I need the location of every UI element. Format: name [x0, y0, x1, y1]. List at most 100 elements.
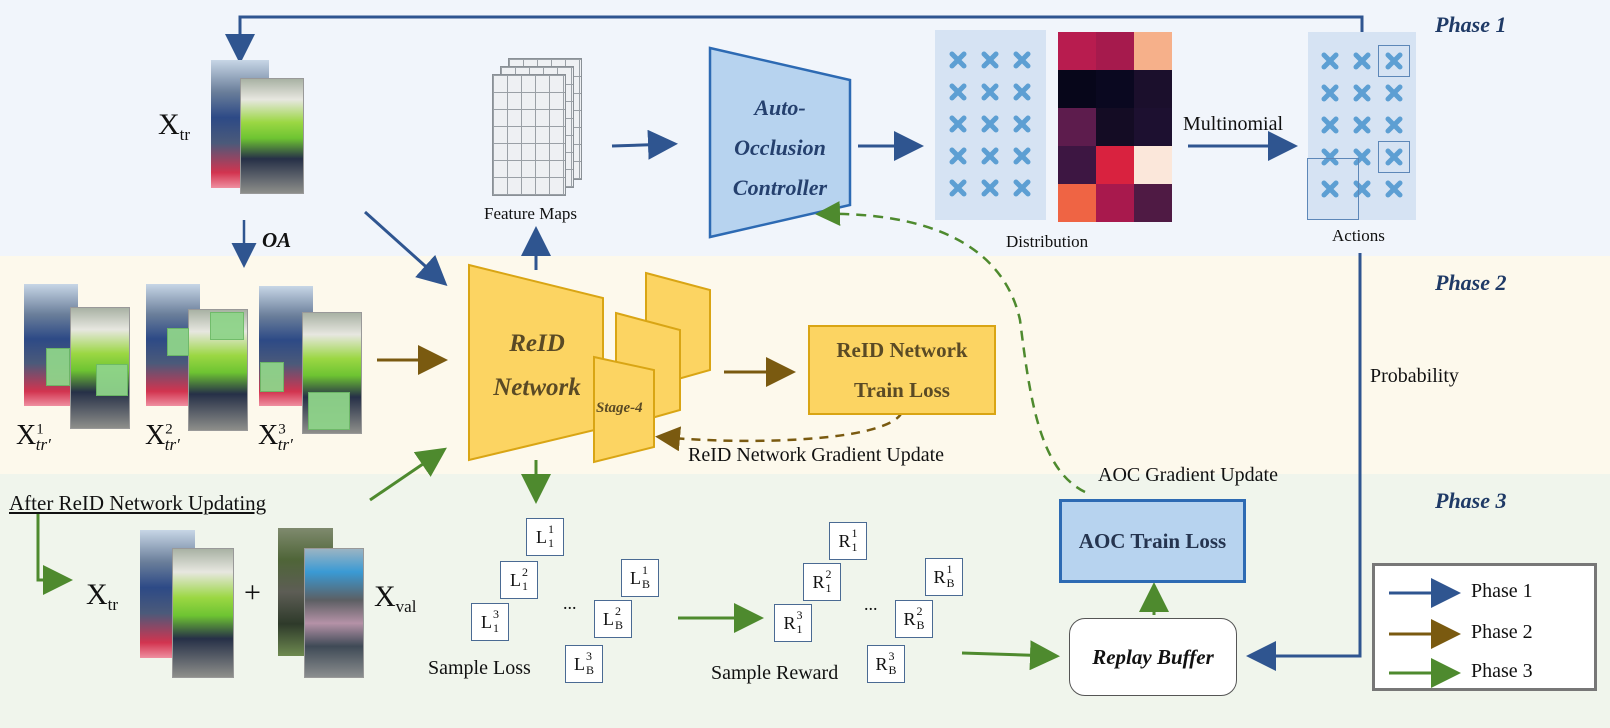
legend-phase3-label: Phase 3 [1471, 660, 1533, 682]
validation-image-front [304, 548, 364, 678]
cross-icon [949, 115, 967, 133]
aug-occlusion-3b [308, 392, 350, 430]
aoc-shape [708, 46, 852, 239]
reid-gradient-arrow [655, 411, 904, 452]
cross-icon [949, 179, 967, 197]
featuremaps-to-aoc-arrow [611, 129, 678, 160]
aug-occlusion-2b [210, 312, 244, 340]
legend-phase2-label: Phase 2 [1471, 621, 1533, 643]
after-update-to-reid-arrow [369, 447, 447, 502]
cross-icon [1385, 116, 1403, 134]
aoc-line2: Occlusion [734, 135, 826, 160]
actions-label: Actions [1332, 226, 1385, 245]
cross-icon [981, 147, 999, 165]
heatmap-cell [1134, 70, 1172, 108]
cross-icon [1385, 84, 1403, 102]
sample-reward-label: Sample Reward [711, 662, 839, 684]
aug-occlusion-1b [96, 364, 128, 396]
action-highlight-top [1378, 45, 1410, 77]
aoc-gradient-arrow [815, 201, 1086, 494]
action-highlight-bottom [1307, 158, 1359, 220]
cross-icon [1353, 84, 1371, 102]
reid-network-text: ReID Network [472, 322, 602, 410]
reid-line2: Network [493, 374, 581, 401]
cross-icon [1321, 116, 1339, 134]
reward-ellipsis: ... [864, 594, 878, 614]
feature-maps-label: Feature Maps [484, 204, 578, 223]
cross-icon [1013, 179, 1031, 197]
reid-gradient-label: ReID Network Gradient Update [688, 444, 945, 466]
xtr-label: Xtr [158, 108, 191, 144]
distribution-label: Distribution [1006, 232, 1089, 251]
aug-label-2: X2tr′ [145, 420, 180, 454]
phase3-title: Phase 3 [1435, 488, 1507, 513]
aug-occlusion-2a [167, 328, 189, 356]
cross-icon [949, 83, 967, 101]
reward-to-replay-arrow [961, 640, 1060, 671]
aoc-gradient-label: AOC Gradient Update [1098, 464, 1278, 486]
aoc-text: Auto- Occlusion Controller [712, 88, 848, 208]
aoc-line1: Auto- [754, 95, 806, 120]
replay-buffer-box: Replay Buffer [1069, 618, 1237, 696]
after-update-label: After ReID Network Updating [9, 491, 267, 515]
plus-sign: + [244, 576, 261, 609]
legend-arrows [1389, 578, 1461, 688]
distribution-heatmap [1058, 32, 1172, 222]
cross-icon [1353, 116, 1371, 134]
heatmap-cell [1134, 32, 1172, 70]
aug-label-3: X3tr′ [258, 420, 293, 454]
reid-train-loss-box: ReID Network Train Loss [808, 325, 996, 415]
reid-loss-line1: ReID Network [836, 338, 968, 362]
cross-icon [1385, 148, 1403, 166]
heatmap-cell [1058, 108, 1096, 146]
loss-ellipsis: ... [563, 593, 577, 613]
probability-label: Probability [1370, 365, 1459, 387]
sample-loss-label: Sample Loss [428, 657, 531, 679]
stage-4-shape [593, 355, 655, 464]
aoc-train-loss-box: AOC Train Loss [1059, 499, 1246, 583]
legend: Phase 1 Phase 2 Phase 3 [1372, 563, 1597, 691]
heatmap-cell [1134, 108, 1172, 146]
action-highlight-mid [1378, 141, 1410, 173]
cross-icon [1385, 52, 1403, 70]
training-image-front [240, 78, 304, 194]
after-update-to-xtr-arrow [36, 514, 73, 595]
heatmap-cell [1058, 32, 1096, 70]
heatmap-cell [1058, 70, 1096, 108]
phase3-band [0, 474, 1610, 728]
cross-icon [1013, 147, 1031, 165]
cross-icon [949, 147, 967, 165]
stage-4-label: Stage-4 [596, 400, 643, 416]
heatmap-cell [1096, 70, 1134, 108]
cross-icon [949, 51, 967, 69]
heatmap-cell [1096, 184, 1134, 222]
cross-icon [981, 179, 999, 197]
cross-icon [1353, 52, 1371, 70]
cross-icon [1321, 180, 1339, 198]
cross-icon [1321, 52, 1339, 70]
multinomial-label: Multinomial [1183, 113, 1283, 135]
cross-icon [1013, 51, 1031, 69]
heatmap-cell [1134, 146, 1172, 184]
xval-label: Xval [374, 580, 417, 616]
reid-loss-line2: Train Loss [854, 378, 950, 402]
heatmap-cell [1096, 32, 1134, 70]
heatmap-cell [1058, 184, 1096, 222]
phase2-title: Phase 2 [1435, 270, 1507, 295]
phase1-title: Phase 1 [1435, 12, 1507, 37]
cross-icon [981, 51, 999, 69]
phase3-xtr-label: Xtr [86, 578, 119, 614]
heatmap-cell [1096, 108, 1134, 146]
cross-icon [1385, 180, 1403, 198]
